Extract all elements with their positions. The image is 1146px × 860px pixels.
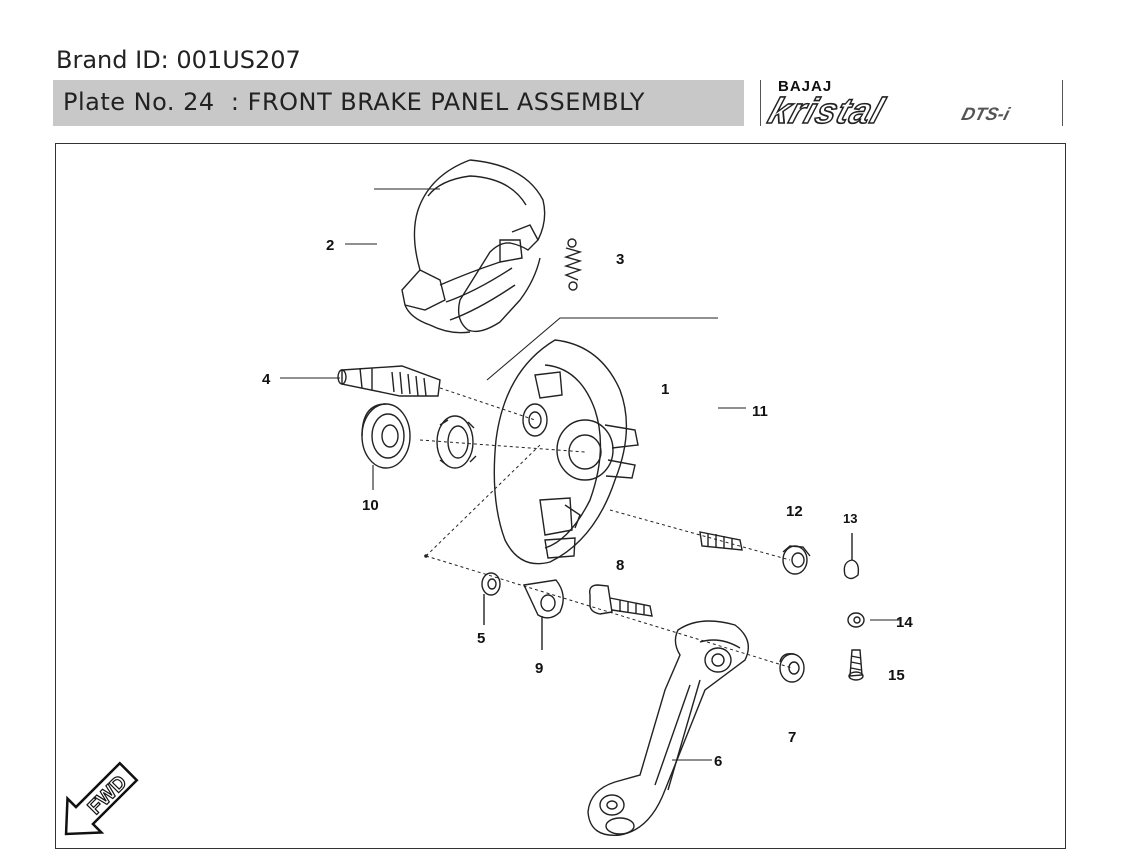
panel-bolt-part (699, 531, 743, 551)
wear-indicator-part (522, 579, 564, 650)
diagram-frame (55, 143, 1066, 849)
brake-cam-lever-part (587, 620, 749, 836)
cam-shaft-part (337, 365, 441, 397)
washer-part-14 (847, 612, 865, 628)
callout-1: 1 (661, 381, 669, 398)
oil-seal-part (361, 403, 411, 469)
split-pin-part (843, 533, 860, 580)
callout-12: 12 (786, 503, 803, 520)
callout-6: 6 (714, 753, 722, 770)
callout-11: 11 (752, 403, 768, 420)
logo-maker: BAJAJ (778, 78, 833, 95)
callout-5: 5 (477, 630, 485, 647)
callout-14: 14 (896, 614, 913, 631)
callout-3: 3 (616, 251, 624, 268)
return-spring-part (563, 238, 583, 291)
logo-divider-right (1062, 80, 1063, 126)
logo-divider-left (760, 80, 761, 126)
callout-15: 15 (888, 667, 905, 684)
washer-part-7 (779, 652, 805, 683)
callout-7: 7 (788, 729, 796, 746)
callout-9: 9 (535, 660, 543, 677)
fwd-direction-arrow: FWD (64, 761, 139, 836)
cam-lever-bolt-part (588, 584, 653, 617)
callout-8: 8 (616, 557, 624, 574)
brake-shoe-part (401, 159, 546, 334)
nut-part-12 (782, 545, 811, 575)
callout-13: 13 (843, 511, 857, 526)
indicator-plate-part (436, 415, 477, 469)
brake-panel-part (493, 339, 639, 565)
callout-4: 4 (262, 371, 271, 388)
screw-part-15 (848, 649, 864, 681)
plate-title: Plate No. 24 : FRONT BRAKE PANEL ASSEMBL… (63, 88, 645, 116)
washer-part-5 (481, 572, 501, 625)
title-bar: Plate No. 24 : FRONT BRAKE PANEL ASSEMBL… (53, 80, 744, 126)
brand-id: Brand ID: 001US207 (56, 46, 301, 74)
callout-10: 10 (362, 497, 379, 514)
brand-logo: BAJAJ kristal DTS-i (756, 78, 1066, 132)
callout-2: 2 (326, 237, 334, 254)
